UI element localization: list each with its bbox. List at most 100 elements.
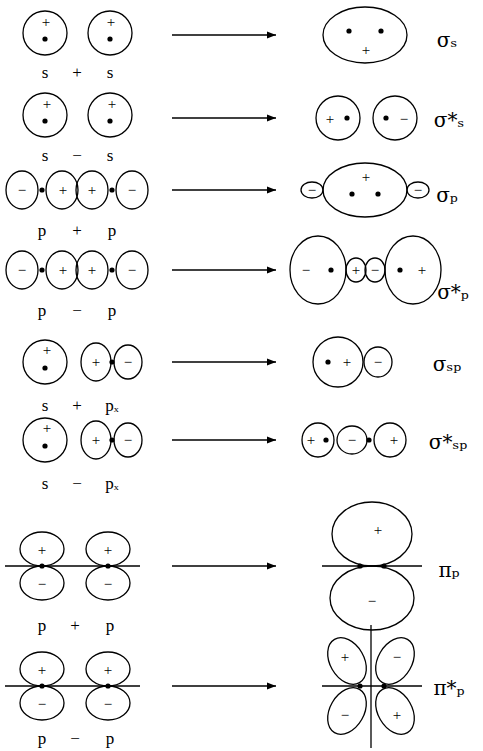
nodal-plane <box>5 685 140 686</box>
combination-label: p <box>38 617 47 634</box>
nucleus <box>383 115 388 120</box>
phase-sign: − <box>414 183 422 198</box>
nucleus <box>357 563 362 568</box>
combination-label: pₓ <box>105 397 118 414</box>
phase-sign: + <box>104 543 112 558</box>
orbital-name: πₚ <box>438 560 459 580</box>
phase-sign: + <box>362 170 370 185</box>
combination-label: s <box>42 475 49 492</box>
nucleus <box>323 437 328 442</box>
p-lobe <box>20 566 64 600</box>
combination-label: s <box>42 64 49 81</box>
nucleus <box>109 187 114 192</box>
minor-lobe <box>301 182 323 198</box>
p-lobe <box>114 345 142 379</box>
phase-sign: + <box>362 43 370 58</box>
nucleus <box>346 28 351 33</box>
phase-sign: + <box>92 433 100 448</box>
nucleus <box>328 267 333 272</box>
phase-sign: − <box>18 263 26 278</box>
combination-label: p <box>38 302 47 319</box>
nucleus <box>349 191 354 196</box>
phase-sign: − <box>393 650 401 665</box>
phase-sign: + <box>42 15 50 30</box>
pi-lobe <box>332 502 412 566</box>
nucleus <box>378 28 383 33</box>
phase-sign: + <box>59 183 67 198</box>
orbital-name: σₛₚ <box>433 354 461 374</box>
phase-sign: + <box>104 663 112 678</box>
combination-label: − <box>70 730 80 747</box>
p-lobe <box>46 171 78 209</box>
pi-lobe <box>330 566 414 630</box>
phase-sign: − <box>374 355 382 370</box>
phase-sign: − <box>124 433 132 448</box>
nucleus <box>42 365 47 370</box>
nucleus <box>109 359 114 364</box>
arrow <box>172 117 276 118</box>
combination-label: p <box>108 222 117 239</box>
antibonding-lobe <box>316 96 360 140</box>
minor-lobe <box>407 182 429 198</box>
s-orbital <box>23 418 67 462</box>
orbital-name: σ*ₚ <box>437 282 469 302</box>
nucleus <box>105 683 110 688</box>
phase-sign: − <box>371 263 379 278</box>
arrow <box>172 189 276 190</box>
pi-antibonding-lobe <box>320 681 374 741</box>
antibonding-lobe <box>374 423 406 457</box>
p-lobe <box>86 652 130 686</box>
arrow <box>172 269 276 270</box>
phase-sign: + <box>38 543 46 558</box>
phase-sign: + <box>393 708 401 723</box>
p-lobe <box>6 171 38 209</box>
p-lobe <box>86 686 130 720</box>
combination-label: s <box>107 147 114 164</box>
orbital-name: σ*ₛₚ <box>429 432 467 452</box>
p-lobe <box>81 343 111 381</box>
phase-sign: + <box>59 263 67 278</box>
phase-sign: − <box>302 263 310 278</box>
p-lobe <box>116 251 148 289</box>
minor-lobe <box>364 347 392 377</box>
pi-antibonding-lobe <box>320 631 374 691</box>
phase-sign: − <box>18 183 26 198</box>
combination-label: s <box>107 64 114 81</box>
nucleus <box>357 683 362 688</box>
minor-lobe <box>346 258 366 282</box>
p-lobe <box>116 171 148 209</box>
nucleus <box>42 118 47 123</box>
orbital-name: σₛ <box>437 30 457 50</box>
phase-sign: + <box>38 663 46 678</box>
phase-sign: − <box>104 577 112 592</box>
nucleus <box>42 36 47 41</box>
phase-sign: + <box>343 355 351 370</box>
phase-sign: + <box>374 523 382 538</box>
nucleus <box>366 437 371 442</box>
phase-sign: − <box>38 577 46 592</box>
arrow <box>172 565 276 566</box>
phase-sign: − <box>124 355 132 370</box>
combination-label: p <box>106 730 115 747</box>
nucleus <box>375 191 380 196</box>
nucleus <box>109 437 114 442</box>
combination-label: + <box>72 222 82 239</box>
combination-label: p <box>108 302 117 319</box>
combination-label: − <box>72 302 82 319</box>
combination-label: p <box>38 730 47 747</box>
nucleus <box>381 683 386 688</box>
nucleus <box>344 115 349 120</box>
nucleus <box>107 118 112 123</box>
nucleus <box>39 563 44 568</box>
arrow <box>172 34 276 35</box>
bonding-orbital <box>323 7 407 63</box>
orbital-name: π*ₚ <box>433 678 464 698</box>
combination-label: s <box>42 147 49 164</box>
combination-label: p <box>38 222 47 239</box>
phase-sign: + <box>108 97 116 112</box>
nucleus <box>325 359 330 364</box>
combination-label: p <box>106 617 115 634</box>
nucleus <box>397 267 402 272</box>
